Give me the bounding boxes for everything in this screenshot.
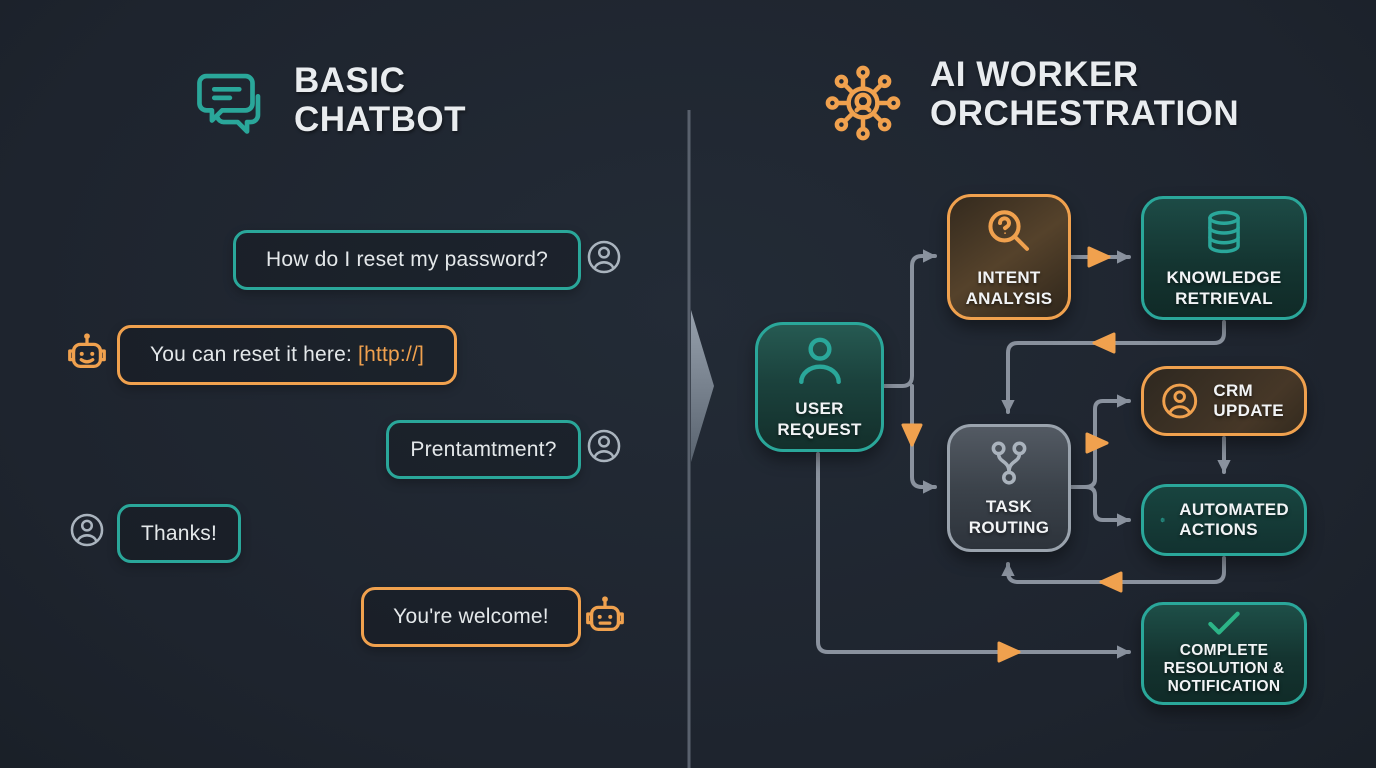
edge-task-to-automated (1083, 485, 1131, 527)
chat-bubble-user: How do I reset my password? (233, 230, 581, 290)
check-icon (1208, 611, 1240, 635)
magnifier-question-icon (988, 210, 1030, 252)
user-circle-icon (1162, 383, 1198, 419)
flow-node-task-routing: TASK ROUTING (947, 424, 1071, 552)
chat-message-text: How do I reset my password? (265, 248, 548, 271)
flow-node-label: COMPLETE RESOLUTION & NOTIFICATION (1163, 641, 1285, 696)
flow-node-label: CRM UPDATE (1213, 380, 1284, 420)
arrow-right-icon (1087, 246, 1111, 268)
chat-message-text: You can reset it here: (149, 343, 353, 366)
flow-node-complete-resolution: COMPLETE RESOLUTION & NOTIFICATION (1141, 602, 1307, 705)
database-icon (1208, 211, 1240, 254)
arrow-right-icon (1085, 432, 1109, 454)
gear-icon (1160, 517, 1166, 523)
flow-node-crm-update: CRM UPDATE (1141, 366, 1307, 436)
orchestration-network-icon (825, 65, 901, 141)
user-avatar-icon (587, 429, 621, 463)
robot-avatar-icon (586, 596, 624, 632)
chat-message-link: [http://] (358, 343, 425, 366)
chat-message-text: Prentamtment? (410, 437, 557, 461)
user-avatar-icon (587, 240, 621, 274)
chat-bubble-user: Prentamtment? (386, 420, 581, 479)
panel-divider (687, 110, 714, 768)
chat-message-text: Thanks! (140, 521, 218, 545)
flow-node-user-request: USER REQUEST (755, 322, 884, 452)
arrow-left-icon (1092, 332, 1116, 354)
edge-automated-to-task (1001, 556, 1226, 584)
right-panel-header: AI WORKER ORCHESTRATION (818, 55, 1250, 150)
divider-arrow-icon (691, 310, 714, 462)
flow-node-knowledge-retrieval: KNOWLEDGE RETRIEVAL (1141, 196, 1307, 320)
right-panel-title: AI WORKER ORCHESTRATION (930, 55, 1240, 133)
left-panel-header: BASIC CHATBOT (194, 61, 524, 140)
user-avatar-icon (70, 513, 104, 547)
robot-avatar-icon (68, 333, 106, 369)
user-icon (798, 338, 841, 385)
left-panel-title: BASIC CHATBOT (294, 61, 466, 139)
flow-node-label: TASK ROUTING (968, 497, 1050, 537)
chat-bubble-bot: You can reset it here: [http://] (117, 325, 457, 385)
edge-user-to-task (910, 384, 937, 494)
flow-node-automated-actions: AUTOMATED ACTIONS (1141, 484, 1307, 556)
edge-user-to-intent (882, 249, 937, 388)
flow-node-label: INTENT ANALYSIS (965, 268, 1053, 308)
flow-node-label: USER REQUEST (777, 399, 862, 439)
chat-message-text: You're welcome! (393, 605, 549, 628)
chat-bubbles-icon (197, 73, 261, 134)
arrow-left-icon (1099, 571, 1123, 593)
flow-node-intent-analysis: INTENT ANALYSIS (947, 194, 1071, 320)
chat-bubble-bot: You're welcome! (361, 587, 581, 647)
edge-task-to-crm (1083, 394, 1131, 489)
branch-icon (991, 441, 1027, 486)
flow-node-label: KNOWLEDGE RETRIEVAL (1166, 268, 1282, 308)
flow-node-label: AUTOMATED ACTIONS (1179, 499, 1289, 539)
chat-bubble-user: Thanks! (117, 504, 241, 563)
arrow-down-icon (901, 423, 923, 447)
arrow-right-icon (997, 641, 1021, 663)
